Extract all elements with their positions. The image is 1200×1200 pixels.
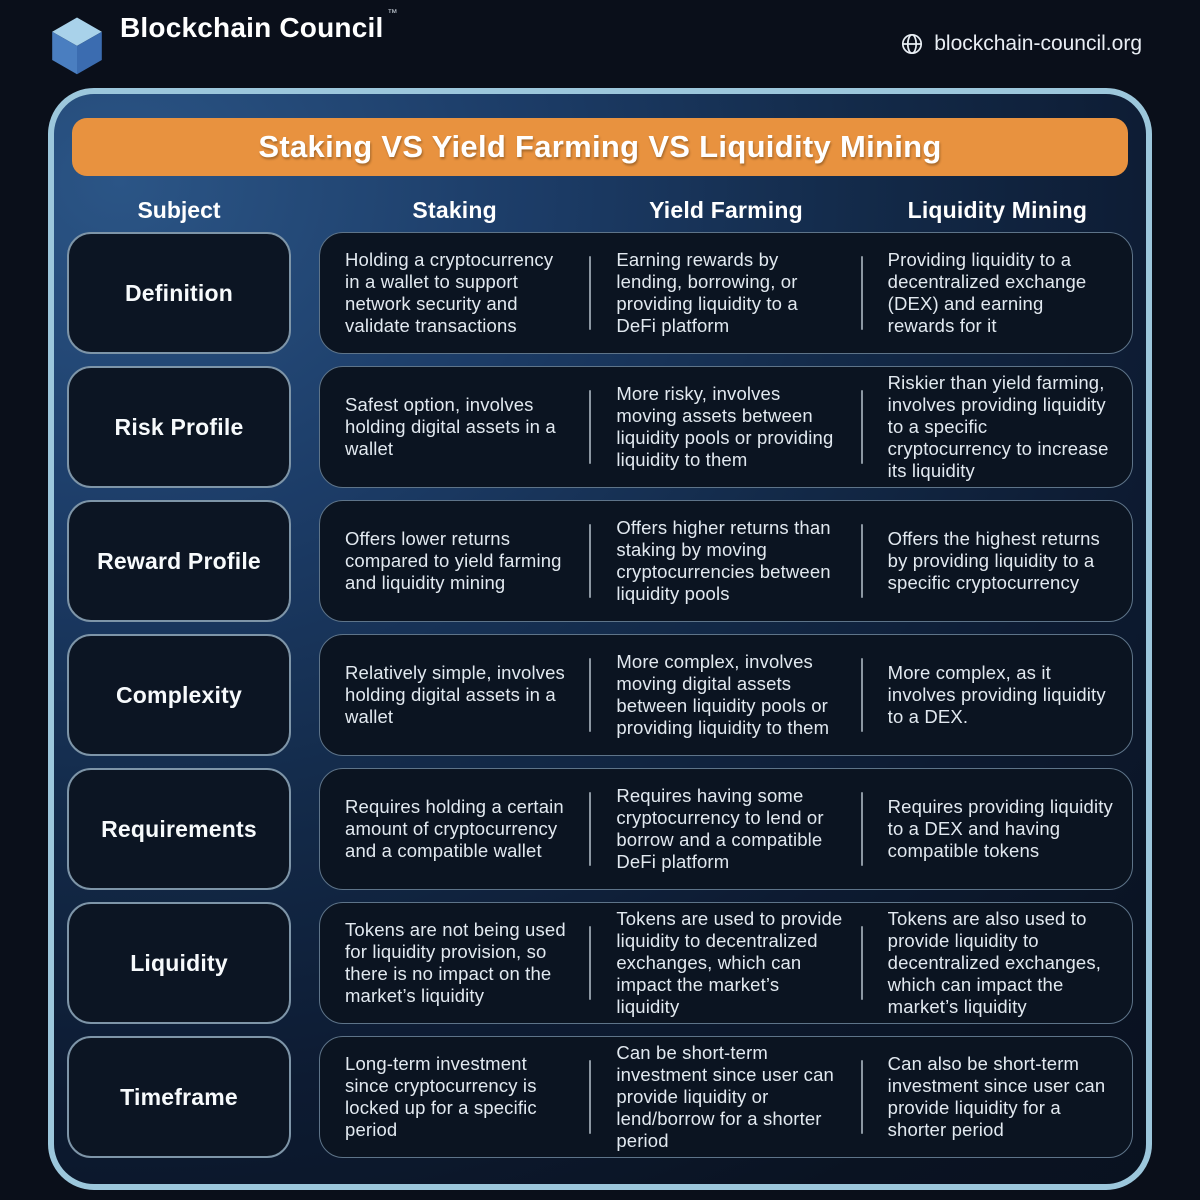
cube-logo-icon (52, 17, 102, 75)
row-subject: Timeframe (67, 1036, 291, 1158)
row-cell-text: Riskier than yield farming, involves pro… (887, 371, 1109, 482)
website-link: blockchain-council.org (900, 32, 1142, 56)
row-cell-text: Requires providing liquidity to a DEX an… (887, 795, 1113, 862)
table-row: Timeframe Long-term investment since cry… (67, 1036, 1133, 1158)
row-cell-text: Offers lower returns compared to yield f… (345, 527, 562, 594)
row-subject-label: Liquidity (130, 949, 228, 976)
row-cell-text: Can also be short-term investment since … (887, 1052, 1106, 1141)
row-cell-text: More risky, involves moving assets betwe… (616, 382, 834, 471)
column-divider (589, 791, 592, 867)
table-rows: Definition Holding a cryptocurrency in a… (67, 232, 1133, 1158)
row-cell-text: Long-term investment since cryptocurrenc… (345, 1052, 537, 1141)
table-row: Definition Holding a cryptocurrency in a… (67, 232, 1133, 354)
page-title: Staking VS Yield Farming VS Liquidity Mi… (72, 118, 1128, 176)
column-divider (860, 255, 863, 331)
row-subject: Complexity (67, 634, 291, 756)
comparison-panel: Staking VS Yield Farming VS Liquidity Mi… (48, 88, 1152, 1190)
row-cell-text: Offers the highest returns by providing … (887, 527, 1100, 594)
column-divider (860, 389, 863, 465)
row-subject: Risk Profile (67, 366, 291, 488)
row-subject-label: Risk Profile (114, 413, 244, 440)
column-divider (589, 255, 592, 331)
website-url: blockchain-council.org (934, 32, 1142, 55)
row-cell-text: Offers higher returns than staking by mo… (616, 516, 831, 605)
row-content: Long-term investment since cryptocurrenc… (319, 1036, 1133, 1158)
row-subject-label: Definition (124, 279, 234, 306)
row-subject-label: Requirements (101, 815, 257, 842)
row-subject: Definition (67, 232, 291, 354)
row-cell-text: Requires having some cryptocurrency to l… (616, 784, 824, 873)
row-subject-label: Reward Profile (97, 547, 261, 574)
row-subject-label: Timeframe (120, 1083, 238, 1110)
row-cell-text: Tokens are also used to provide liquidit… (887, 907, 1102, 1018)
column-headers: Subject Staking Yield Farming Liquidity … (67, 194, 1133, 226)
column-divider (860, 1059, 863, 1135)
column-divider (589, 389, 592, 465)
column-divider (860, 925, 863, 1001)
row-cell-text: More complex, involves moving digital as… (616, 650, 830, 739)
row-cell-text: More complex, as it involves providing l… (887, 661, 1106, 728)
table-row: Liquidity Tokens are not being used for … (67, 902, 1133, 1024)
row-subject: Requirements (67, 768, 291, 890)
trademark-symbol: ™ (387, 8, 398, 19)
column-divider (860, 657, 863, 733)
column-divider (589, 1059, 592, 1135)
row-content: Safest option, involves holding digital … (319, 366, 1133, 488)
row-cell-text: Earning rewards by lending, borrowing, o… (616, 248, 798, 337)
row-cell-text: Requires holding a certain amount of cry… (345, 795, 564, 862)
row-cell-text: Providing liquidity to a decentralized e… (887, 248, 1087, 337)
column-header-liquidity-mining: Liquidity Mining (907, 196, 1088, 223)
row-content: Requires holding a certain amount of cry… (319, 768, 1133, 890)
row-cell-text: Holding a cryptocurrency in a wallet to … (345, 248, 554, 337)
row-cell-text: Safest option, involves holding digital … (345, 393, 556, 460)
row-content: Offers lower returns compared to yield f… (319, 500, 1133, 622)
row-subject: Liquidity (67, 902, 291, 1024)
row-cell-text: Relatively simple, involves holding digi… (345, 661, 565, 728)
column-divider (589, 523, 592, 599)
table-row: Requirements Requires holding a certain … (67, 768, 1133, 890)
row-content: Holding a cryptocurrency in a wallet to … (319, 232, 1133, 354)
column-header-subject: Subject (137, 196, 221, 223)
row-cell-text: Tokens are used to provide liquidity to … (616, 907, 843, 1018)
table-row: Risk Profile Safest option, involves hol… (67, 366, 1133, 488)
column-headers-group: Staking Yield Farming Liquidity Mining (319, 197, 1133, 224)
table-row: Complexity Relatively simple, involves h… (67, 634, 1133, 756)
column-divider (589, 925, 592, 1001)
row-cell-text: Can be short-term investment since user … (616, 1041, 834, 1152)
row-cell-text: Tokens are not being used for liquidity … (345, 918, 566, 1007)
table-row: Reward Profile Offers lower returns comp… (67, 500, 1133, 622)
column-divider (860, 791, 863, 867)
row-subject-label: Complexity (116, 681, 242, 708)
column-header-staking: Staking (412, 196, 497, 223)
column-divider (860, 523, 863, 599)
globe-icon (902, 33, 923, 55)
row-content: Relatively simple, involves holding digi… (319, 634, 1133, 756)
row-content: Tokens are not being used for liquidity … (319, 902, 1133, 1024)
brand-name-label: Blockchain Council (120, 12, 384, 43)
row-subject: Reward Profile (67, 500, 291, 622)
column-header-yield-farming: Yield Farming (649, 196, 803, 223)
column-divider (589, 657, 592, 733)
